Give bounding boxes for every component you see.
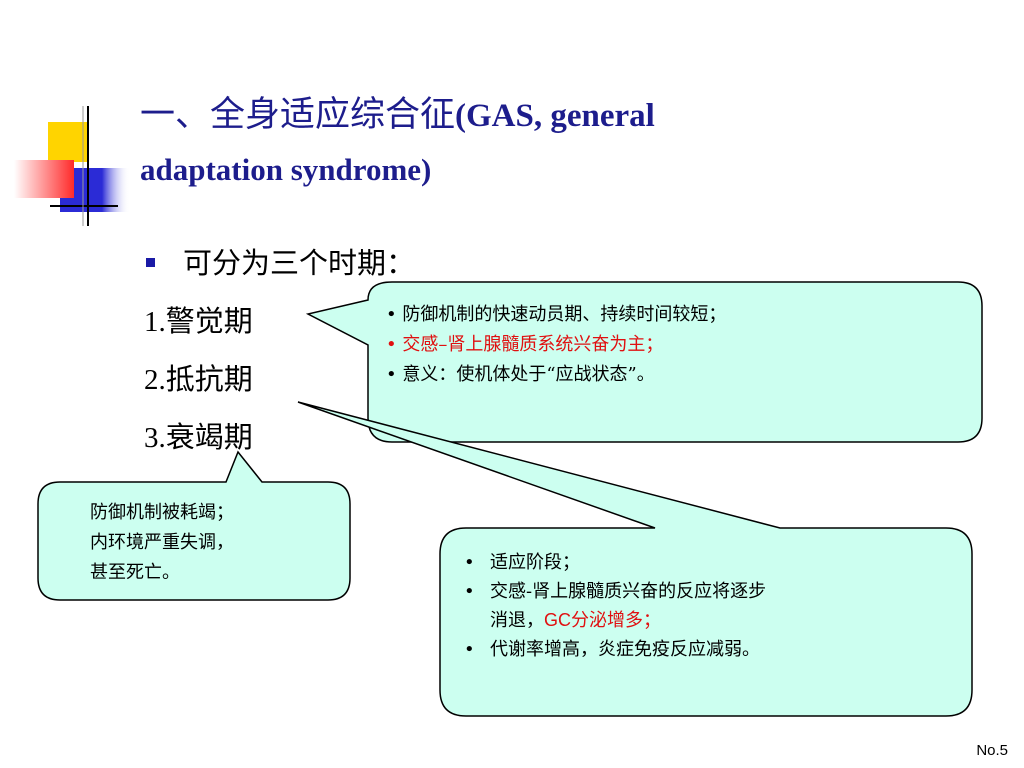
- stage-name: 警觉期: [165, 304, 253, 338]
- exhaustion-callout-text: 防御机制被耗竭； 内环境严重失调， 甚至死亡。: [90, 498, 234, 588]
- page-number: No.5: [976, 742, 1008, 759]
- resistance-callout-text: 适应阶段； 交感-肾上腺髓质兴奋的反应将逐步 消退，GC分泌增多； 代谢率增高，…: [452, 548, 952, 664]
- yellow-square: [48, 122, 88, 162]
- resistance-point-3: 代谢率增高，炎症免疫反应减弱。: [452, 635, 952, 664]
- stage-name: 抵抗期: [165, 362, 253, 396]
- intro-text: 可分为三个时期：: [183, 246, 416, 280]
- resistance-point-2: 交感-肾上腺髓质兴奋的反应将逐步 消退，GC分泌增多；: [452, 577, 952, 635]
- gc-secretion-highlight: 分泌增多；: [571, 610, 661, 631]
- title-cjk: 一、全身适应综合征: [140, 95, 456, 135]
- stage-alarm: 1.警觉期: [144, 298, 253, 340]
- stage-exhaustion: 3.衰竭期: [144, 414, 253, 456]
- alarm-callout-text: • 防御机制的快速动员期、持续时间较短； • 交感–肾上腺髓质系统兴奋为主； •…: [386, 300, 726, 390]
- slide-title: 一、全身适应综合征(GAS, general: [140, 86, 880, 137]
- stage-number: 2.: [144, 364, 166, 396]
- title-latin-line2: adaptation syndrome): [140, 152, 432, 187]
- alarm-point-3: • 意义：使机体处于“应战状态”。: [386, 364, 655, 385]
- exhaustion-line-1: 防御机制被耗竭；: [90, 502, 234, 523]
- gc-highlight: GC: [544, 610, 571, 630]
- stage-name: 衰竭期: [165, 420, 253, 454]
- square-bullet-icon: [146, 258, 155, 267]
- alarm-callout-shape: [305, 281, 983, 443]
- exhaustion-line-3: 甚至死亡。: [90, 562, 180, 583]
- exhaustion-line-2: 内环境严重失调，: [90, 532, 234, 553]
- alarm-point-1: • 防御机制的快速动员期、持续时间较短；: [386, 304, 727, 325]
- corner-decoration: [14, 106, 1010, 226]
- stage-number: 1.: [144, 306, 166, 338]
- stage-resistance: 2.抵抗期: [144, 356, 253, 398]
- alarm-point-2: • 交感–肾上腺髓质系统兴奋为主；: [386, 334, 664, 355]
- exhaustion-callout-shape: [37, 450, 351, 601]
- resistance-point-1: 适应阶段；: [452, 548, 952, 577]
- red-square: [14, 160, 74, 198]
- stage-number: 3.: [144, 422, 166, 454]
- title-latin-line1: (GAS, general: [455, 98, 655, 134]
